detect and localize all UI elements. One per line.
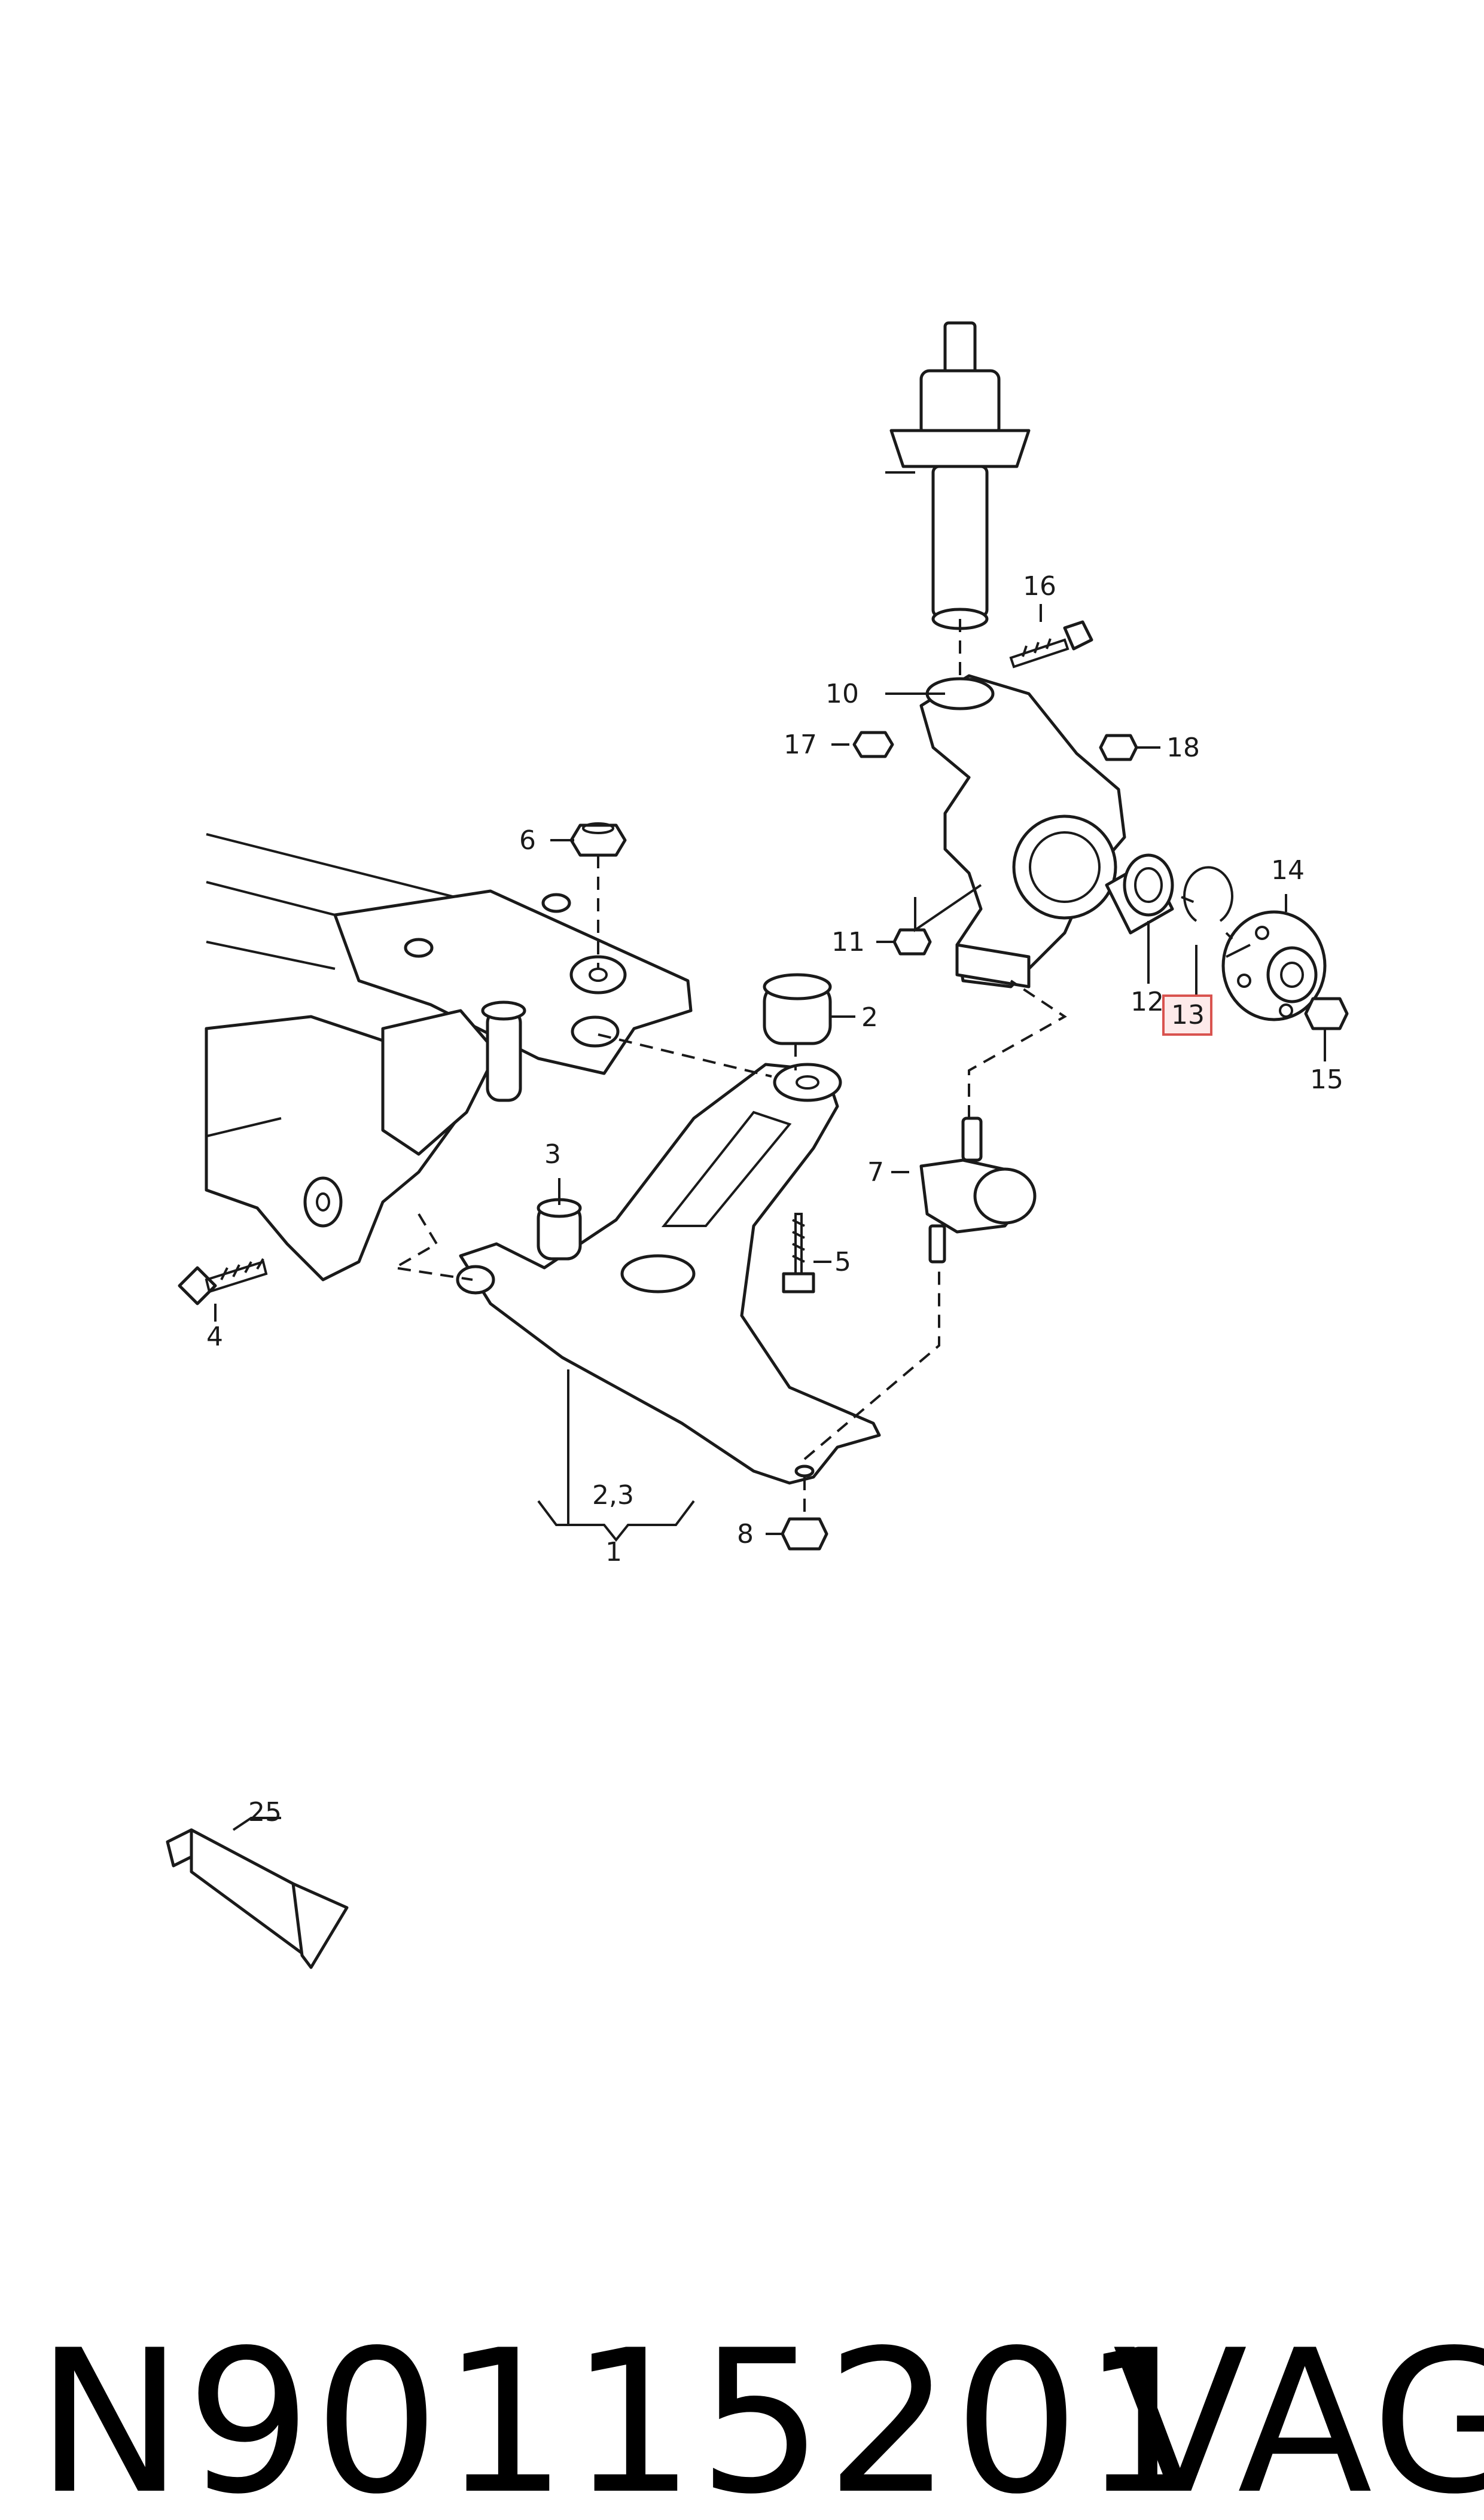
- callout-6: 6: [519, 825, 536, 856]
- steering-knuckle: [919, 674, 1126, 989]
- callout-14: 14: [1271, 855, 1305, 886]
- callout-15: 15: [1310, 1064, 1343, 1095]
- nut-18: [1099, 734, 1138, 761]
- wheel-bearing-12: [1105, 853, 1174, 935]
- nut-11: [892, 928, 932, 956]
- circlip-13: [1183, 866, 1233, 922]
- assembly-lines: [391, 619, 1233, 1519]
- callout-25: 25: [248, 1797, 282, 1828]
- callout-11: 11: [831, 927, 865, 957]
- callout-4: 4: [206, 1322, 223, 1352]
- bushing-2: [763, 973, 832, 1045]
- grease-tube-25: [166, 1828, 349, 1969]
- brand-name: VAG: [1113, 2308, 1484, 2517]
- wheel-hub-14: [1221, 910, 1327, 1021]
- callout-2: 2: [861, 1002, 878, 1033]
- callout-2-3: 2,3: [592, 1480, 634, 1511]
- bolt-16: [1009, 620, 1093, 669]
- ball-joint-7: [919, 1116, 1037, 1264]
- subframe: [205, 833, 693, 1282]
- callout-8: 8: [737, 1519, 754, 1549]
- callout-18: 18: [1166, 733, 1200, 763]
- nut-15: [1304, 997, 1349, 1030]
- strut-assembly: [885, 321, 1031, 630]
- callout-13: 13: [1171, 1000, 1205, 1030]
- callout-5: 5: [834, 1247, 851, 1277]
- callout-16: 16: [1023, 571, 1056, 602]
- callout-13-highlight: [1162, 994, 1212, 1036]
- bushing-3: [537, 1198, 582, 1261]
- bolt-5: [782, 1213, 815, 1293]
- nut-6: [569, 822, 627, 857]
- part-number: N90115201: [36, 2308, 1210, 2517]
- callout-1: 1: [605, 1537, 622, 1567]
- callouts: 1 2 2,3 3 4 5 6 7 8 10 17 11 12 13 14 15…: [206, 571, 1343, 1828]
- leader-lines: [214, 604, 1326, 1831]
- nut-17: [852, 731, 894, 758]
- bolt-4: [178, 1258, 268, 1305]
- control-arm: [456, 1063, 881, 1485]
- nut-8: [781, 1517, 828, 1551]
- callout-17: 17: [784, 730, 817, 760]
- callout-3: 3: [544, 1139, 561, 1170]
- callout-12: 12: [1130, 987, 1164, 1017]
- callout-10: 10: [825, 679, 859, 709]
- callout-7: 7: [867, 1157, 884, 1188]
